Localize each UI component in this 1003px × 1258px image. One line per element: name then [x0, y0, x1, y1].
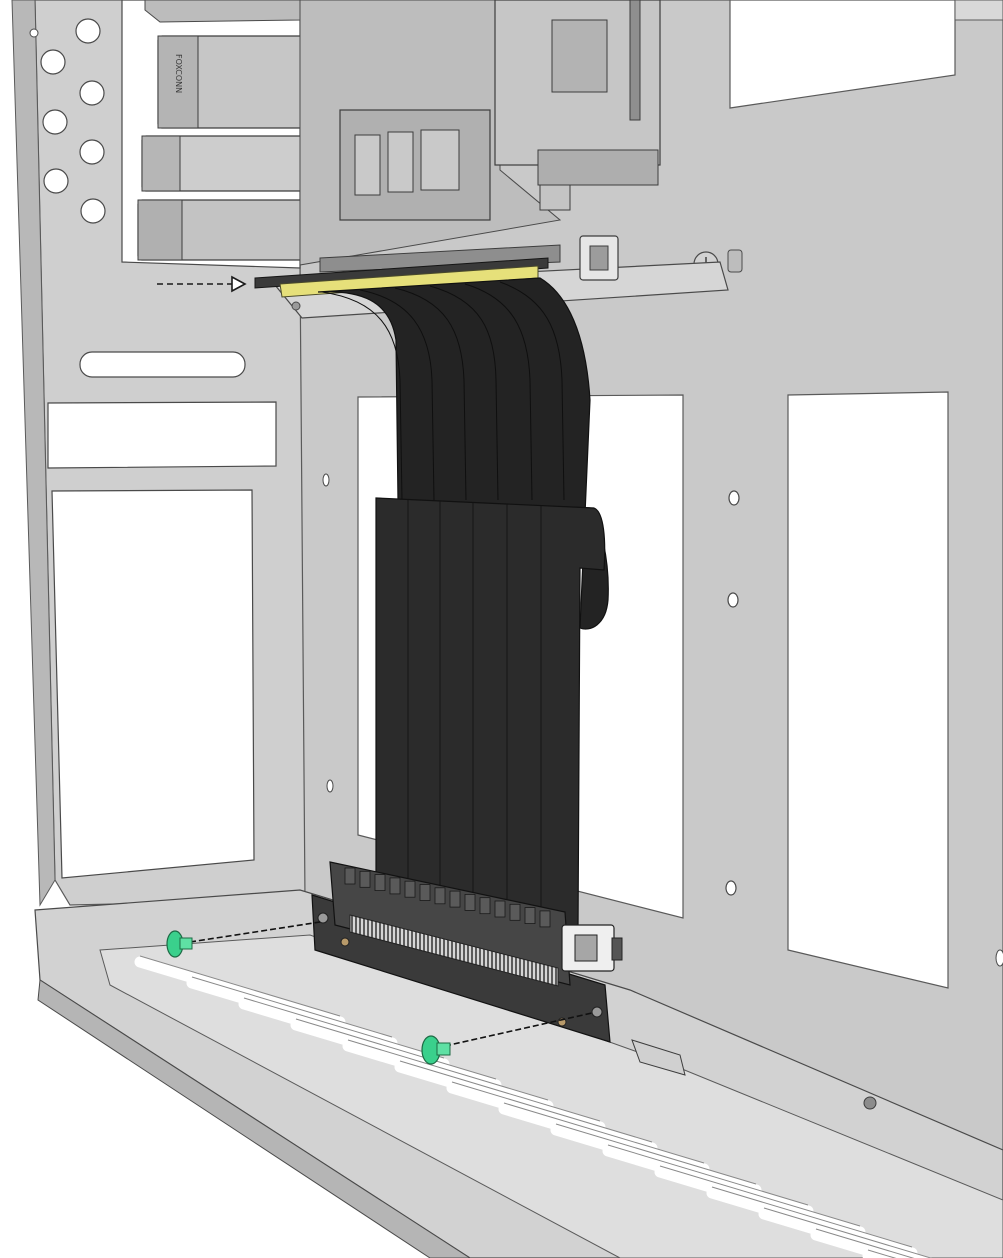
vent-hole — [29, 28, 39, 38]
slot-latch-teeth — [344, 867, 551, 928]
vent-slot-edge — [451, 1081, 653, 1143]
slot-tooth — [344, 867, 356, 885]
vent-slot-edge — [555, 1123, 757, 1185]
vent-slot-edge — [503, 1102, 705, 1164]
vent-slot-edge — [139, 955, 341, 1017]
vent-slot-edge — [347, 1039, 549, 1101]
mount-hole — [322, 473, 330, 487]
mount-hole — [727, 592, 739, 608]
dashed-arrow-right-icon — [157, 275, 247, 293]
cable-slot — [79, 351, 246, 378]
vent-hole — [80, 198, 106, 224]
rear-bracket-clip — [631, 1039, 686, 1076]
mount-hole — [326, 779, 334, 793]
riser-pcie-bracket — [311, 861, 623, 1043]
vent-slot-edge — [243, 997, 445, 1059]
slot-tooth — [509, 903, 521, 921]
rear-io-ports: FOXCONN — [137, 0, 341, 261]
thumb-screw-icon — [166, 930, 193, 958]
vent-hole — [43, 168, 69, 194]
vent-slot-edge — [191, 976, 393, 1038]
slot-tooth — [539, 910, 551, 928]
slot-tooth — [449, 890, 461, 908]
mount-hole — [728, 490, 740, 506]
slot-tooth — [359, 870, 371, 888]
vent-hole — [79, 80, 105, 106]
vent-slot-edge — [763, 1207, 933, 1258]
vent-slot-edge — [815, 1228, 915, 1258]
vent-slot-edge — [399, 1060, 601, 1122]
floor-vent-slots — [134, 955, 933, 1258]
thumb-screw-icon — [421, 1035, 451, 1065]
slot-tooth — [524, 907, 536, 924]
vent-hole — [75, 18, 101, 44]
vent-hole — [42, 109, 68, 135]
slot-tooth — [419, 884, 431, 901]
mount-hole — [725, 880, 737, 896]
slot-tooth — [494, 900, 506, 918]
slot-tooth — [404, 880, 416, 898]
slot-tooth — [374, 874, 386, 891]
slot-tooth — [389, 877, 401, 895]
slot-tooth — [434, 887, 446, 905]
vent-slot-edge — [295, 1018, 497, 1080]
pcie-slot-pins — [349, 914, 559, 987]
motherboard-area — [299, 0, 661, 266]
io-brand-label: FOXCONN — [174, 54, 183, 93]
vent-hole — [79, 139, 105, 165]
vent-slot-edge — [867, 1249, 897, 1258]
vent-slot-edge — [607, 1144, 809, 1206]
vent-slot-edge — [659, 1165, 861, 1227]
mount-hole — [995, 949, 1003, 967]
dashed-guide-line-icon — [189, 921, 593, 1047]
slot-tooth — [464, 894, 476, 911]
slot-tooth — [479, 897, 491, 915]
vent-slot — [810, 1229, 912, 1258]
riser-ribbon-cable — [317, 277, 609, 931]
vent-hole — [40, 49, 66, 75]
floor-standoff — [863, 1096, 877, 1110]
vent-slot-edge — [711, 1186, 913, 1248]
